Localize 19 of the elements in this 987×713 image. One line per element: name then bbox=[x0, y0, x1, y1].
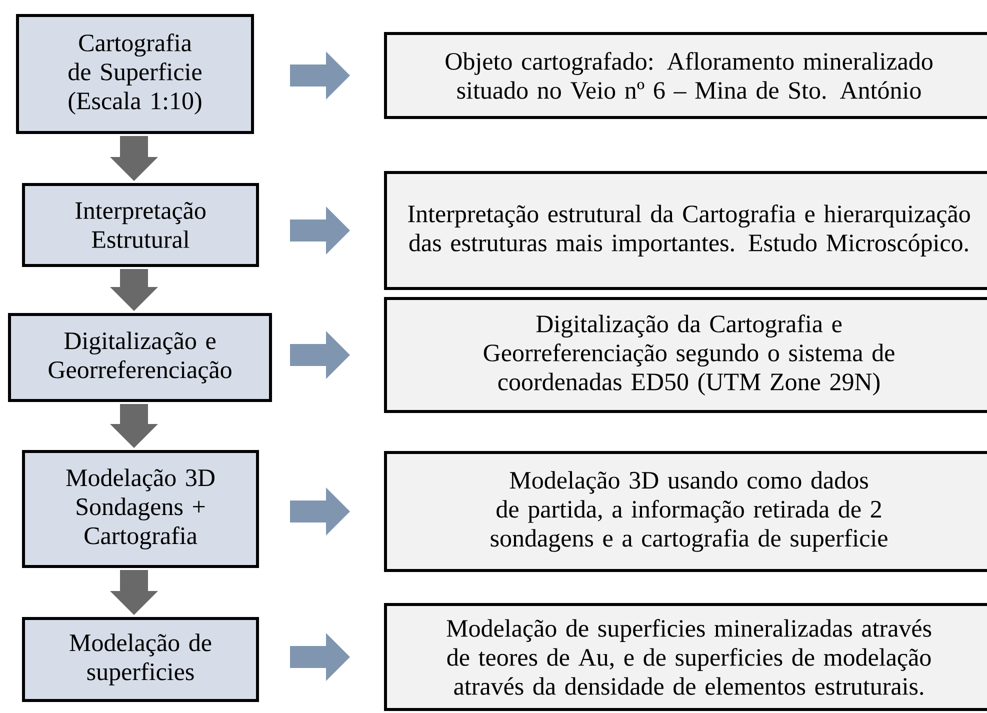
step-box: Modelação 3D Sondagens + Cartografia bbox=[22, 450, 259, 568]
block-arrow bbox=[290, 206, 350, 254]
block-arrow bbox=[290, 488, 350, 536]
step-box: Digitalização e Georreferenciação bbox=[8, 313, 272, 402]
description-box: Interpretação estrutural da Cartografia e hierarquização das estruturas mais importantes. Estudo Microscópico. bbox=[384, 171, 987, 290]
block-arrow bbox=[290, 633, 350, 681]
block-arrow bbox=[110, 269, 158, 311]
description-box: Modelação de superficies mineralizadas através de teores de Au, e de superficies de modelação através da densidade de elementos estruturais. bbox=[384, 603, 987, 711]
description-box: Digitalização da Cartografia e Georreferenciação segundo o sistema de coordenadas ED50 (UTM Zone 29N) bbox=[384, 297, 987, 413]
block-arrow bbox=[110, 570, 158, 615]
block-arrow bbox=[290, 52, 350, 100]
step-box: Modelação de superficies bbox=[22, 617, 259, 702]
description-box: Objeto cartografado: Afloramento mineralizado situado no Veio nº 6 – Mina de Sto. António bbox=[384, 32, 987, 119]
step-box: Interpretação Estrutural bbox=[22, 183, 259, 267]
description-box: Modelação 3D usando como dados de partida, a informação retirada de 2 sondagens e a cartografia de superficie bbox=[384, 451, 987, 572]
step-box: Cartografia de Superficie (Escala 1:10) bbox=[16, 14, 254, 134]
block-arrow bbox=[110, 404, 158, 448]
block-arrow bbox=[110, 136, 158, 181]
block-arrow bbox=[290, 331, 350, 379]
